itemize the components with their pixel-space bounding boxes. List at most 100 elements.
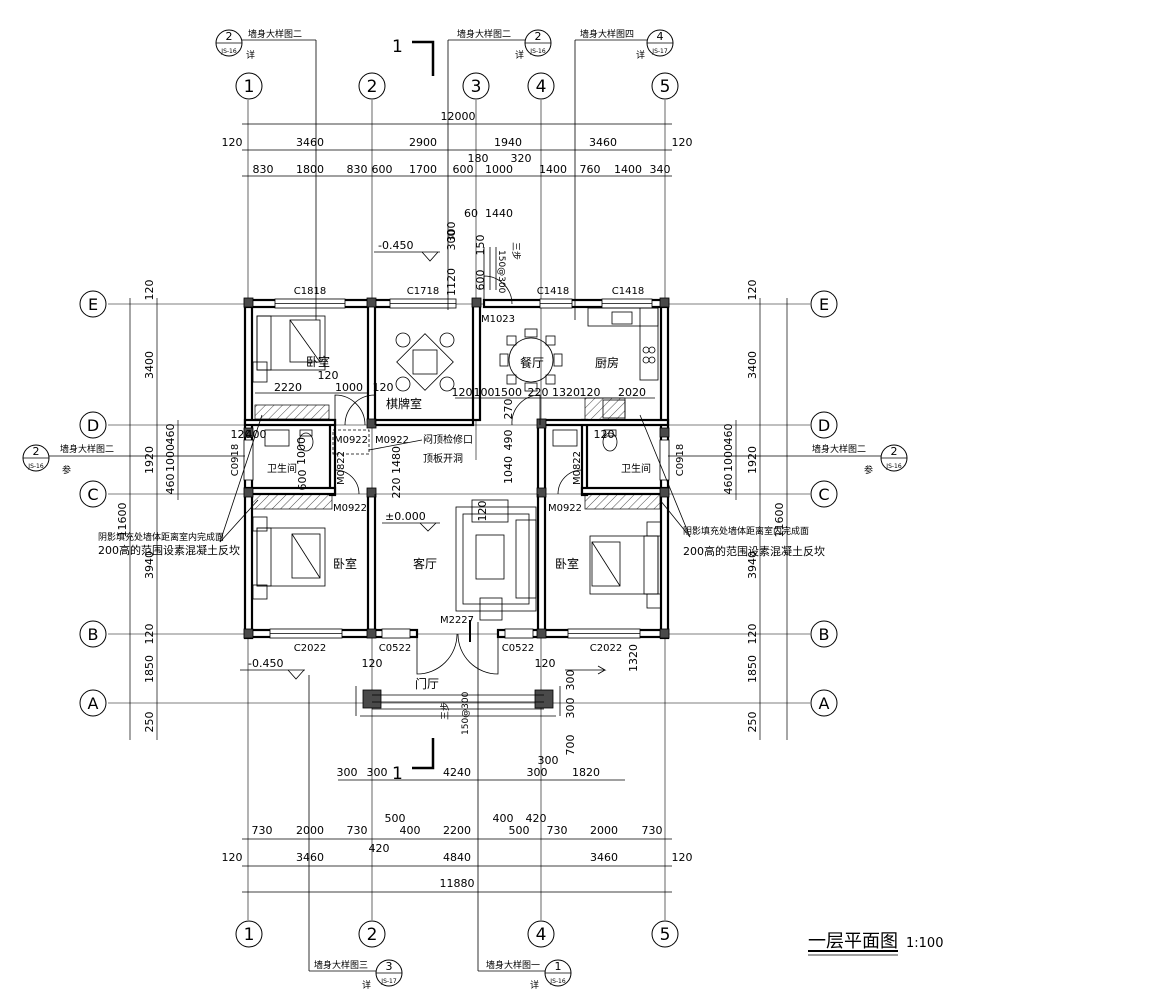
- svg-text:C0918: C0918: [675, 444, 686, 476]
- svg-text:C1418: C1418: [612, 286, 644, 297]
- svg-text:120: 120: [143, 624, 156, 645]
- svg-text:1: 1: [555, 960, 562, 973]
- svg-text:1000: 1000: [295, 437, 308, 465]
- svg-text:3460: 3460: [296, 136, 324, 149]
- svg-text:120: 120: [535, 657, 556, 670]
- svg-text:2000: 2000: [590, 824, 618, 837]
- svg-text:1000: 1000: [164, 444, 177, 472]
- svg-text:1920: 1920: [143, 446, 156, 474]
- svg-text:400: 400: [400, 824, 421, 837]
- svg-text:600: 600: [296, 470, 309, 491]
- svg-text:3400: 3400: [143, 351, 156, 379]
- svg-text:120: 120: [580, 386, 601, 399]
- svg-text:120: 120: [746, 624, 759, 645]
- dim-top-total: 12000: [441, 110, 476, 123]
- columns: [243, 297, 670, 709]
- svg-text:460: 460: [164, 424, 177, 445]
- svg-text:100: 100: [474, 386, 495, 399]
- dim-bottom-total: 11880: [440, 877, 475, 890]
- axis-bubbles-left: E D C B A: [79, 290, 107, 717]
- svg-text:3940: 3940: [746, 551, 759, 579]
- detail-callouts: 2 JS-16 墙身大样图二 详 2 JS-16 墙身大样图二 详 4 JS-1…: [22, 28, 908, 991]
- note-fill-left-1: 阴影填充处墙体距离室内完成面: [98, 531, 224, 543]
- svg-text:600: 600: [474, 270, 487, 291]
- svg-text:2: 2: [891, 445, 898, 458]
- windows: [243, 298, 670, 639]
- detail-callout-1: 2 JS-16 墙身大样图二 详: [215, 28, 317, 320]
- furniture: [252, 307, 662, 621]
- svg-text:2020: 2020: [618, 386, 646, 399]
- svg-text:M0922: M0922: [334, 435, 368, 446]
- svg-text:三步: 三步: [440, 702, 451, 720]
- svg-text:3460: 3460: [296, 851, 324, 864]
- note-attic-2: 顶板开洞: [423, 452, 463, 465]
- axis-bubbles-bottom: 1 2 4 5: [235, 920, 679, 948]
- svg-text:详: 详: [246, 49, 255, 61]
- svg-text:300: 300: [445, 230, 458, 251]
- svg-text:参: 参: [62, 464, 71, 476]
- svg-text:1440: 1440: [485, 207, 513, 220]
- svg-text:11600: 11600: [116, 503, 129, 538]
- svg-text:墙身大样图二: 墙身大样图二: [248, 28, 302, 40]
- svg-text:C1718: C1718: [407, 286, 439, 297]
- svg-text:1040: 1040: [502, 456, 515, 484]
- note-fill-left-2: 200高的范围设素混凝土反坎: [98, 543, 240, 557]
- doors: [334, 275, 583, 675]
- room-kitchen: 厨房: [595, 355, 619, 370]
- room-bedroom-se: 卧室: [555, 556, 579, 571]
- svg-text:730: 730: [252, 824, 273, 837]
- axis-C-left: C: [87, 485, 98, 504]
- svg-text:参: 参: [864, 464, 873, 476]
- svg-text:730: 730: [547, 824, 568, 837]
- axis-bubbles-right: E D C B A: [810, 290, 838, 717]
- svg-text:460: 460: [722, 424, 735, 445]
- detail-callout-6: 3 JS-17 墙身大样图三 详: [308, 675, 403, 991]
- svg-text:220: 220: [390, 478, 403, 499]
- interior-dims: 2220 1000 120 120 120 100 1500 220 1320 …: [231, 230, 655, 756]
- axis-2-top: 2: [367, 77, 378, 97]
- section-marks: 1 1: [392, 37, 435, 784]
- room-foyer: 门厅: [415, 676, 439, 691]
- svg-text:500: 500: [385, 812, 406, 825]
- svg-text:320: 320: [511, 152, 532, 165]
- svg-text:详: 详: [362, 979, 371, 991]
- svg-text:220: 220: [528, 386, 549, 399]
- svg-text:490: 490: [502, 430, 515, 451]
- axis-1-top: 1: [244, 77, 255, 97]
- svg-text:830: 830: [253, 163, 274, 176]
- note-attic-1: 闷顶检修口: [423, 433, 473, 446]
- axis-3-top: 3: [471, 77, 482, 97]
- svg-text:180: 180: [468, 152, 489, 165]
- svg-text:250: 250: [143, 712, 156, 733]
- svg-text:4: 4: [657, 30, 664, 43]
- svg-text:300: 300: [527, 766, 548, 779]
- svg-text:C2022: C2022: [590, 643, 622, 654]
- svg-text:2: 2: [535, 30, 542, 43]
- svg-text:M2227: M2227: [440, 615, 474, 626]
- porch-steps: [355, 247, 561, 717]
- svg-text:2000: 2000: [296, 824, 324, 837]
- svg-text:墙身大样图二: 墙身大样图二: [60, 443, 114, 455]
- svg-text:1480: 1480: [390, 446, 403, 474]
- svg-text:270: 270: [502, 399, 515, 420]
- room-bedroom-sw: 卧室: [333, 556, 357, 571]
- dims-right: 11600 120 3400 1920 3940 120 1850 250 46…: [722, 280, 788, 740]
- axis-bubbles-top: 1 2 3 4 5: [235, 72, 679, 100]
- svg-text:M1023: M1023: [481, 314, 515, 325]
- svg-text:150: 150: [474, 235, 487, 256]
- svg-text:JS-16: JS-16: [27, 463, 44, 470]
- detail-callout-5: 2 JS-16 墙身大样图二 参: [668, 443, 908, 476]
- note-fill-right-2: 200高的范围设素混凝土反坎: [683, 544, 825, 558]
- svg-text:C0522: C0522: [502, 643, 534, 654]
- svg-text:墙身大样图三: 墙身大样图三: [314, 959, 368, 971]
- svg-text:1820: 1820: [572, 766, 600, 779]
- svg-text:1700: 1700: [409, 163, 437, 176]
- svg-text:420: 420: [526, 812, 547, 825]
- svg-text:120: 120: [594, 428, 615, 441]
- section-mark-top: 1: [392, 37, 403, 57]
- svg-text:120: 120: [452, 386, 473, 399]
- svg-text:1850: 1850: [746, 655, 759, 683]
- svg-text:300: 300: [367, 766, 388, 779]
- room-chess: 棋牌室: [386, 396, 422, 411]
- svg-text:M0922: M0922: [375, 435, 409, 446]
